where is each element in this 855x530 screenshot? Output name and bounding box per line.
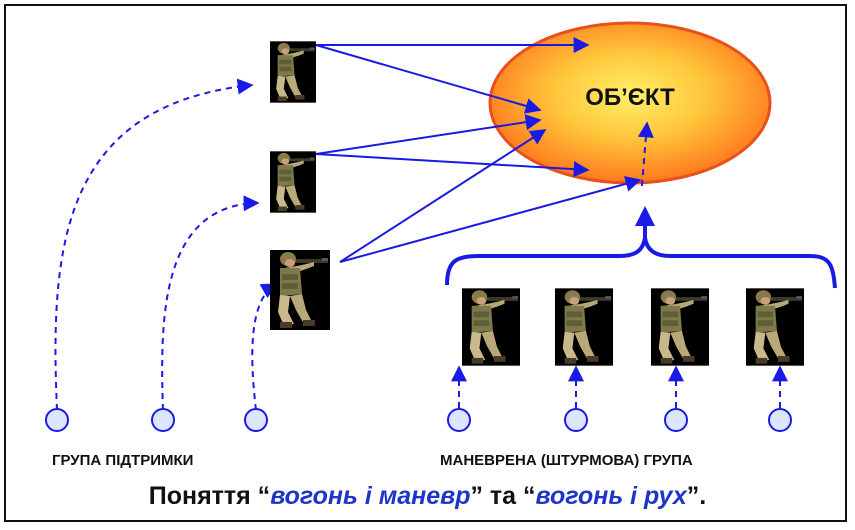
soldier-icon bbox=[270, 41, 316, 103]
position-marker-icon bbox=[664, 408, 688, 432]
fire-arrow bbox=[315, 114, 542, 155]
fire-arrow bbox=[339, 176, 642, 263]
assault-group-label: МАНЕВРЕНА (ШТУРМОВА) ГРУПА bbox=[440, 452, 693, 469]
fire-arrow bbox=[339, 129, 547, 263]
fire-arrow bbox=[315, 44, 542, 114]
position-marker-icon bbox=[45, 408, 69, 432]
assault-move-arrows bbox=[451, 121, 788, 408]
fire-arrow bbox=[315, 153, 590, 178]
position-marker-icon bbox=[151, 408, 175, 432]
soldier-icon bbox=[462, 288, 520, 366]
position-marker-icon bbox=[447, 408, 471, 432]
position-marker-icon bbox=[564, 408, 588, 432]
soldier-icon bbox=[746, 288, 804, 366]
caption-term-fire-maneuver: вогонь і маневр bbox=[270, 482, 471, 510]
move-arrow bbox=[161, 195, 260, 411]
support-move-arrows bbox=[54, 78, 278, 411]
position-marker-icon bbox=[244, 408, 268, 432]
caption: Поняття “вогонь і маневр” та “вогонь і р… bbox=[0, 482, 855, 511]
position-markers bbox=[45, 408, 792, 432]
soldier-icon bbox=[555, 288, 613, 366]
diagram-frame bbox=[4, 4, 847, 522]
soldier-icon bbox=[651, 288, 709, 366]
caption-term-fire-movement: вогонь і рух bbox=[535, 482, 687, 510]
fire-arrows bbox=[315, 37, 642, 263]
target-label: ОБ’ЄКТ bbox=[585, 84, 675, 111]
move-arrow bbox=[54, 78, 254, 411]
caption-middle: ” та “ bbox=[470, 482, 536, 510]
soldier-icon bbox=[270, 151, 316, 213]
move-arrow bbox=[251, 283, 278, 411]
position-marker-icon bbox=[768, 408, 792, 432]
caption-prefix: Поняття “ bbox=[148, 482, 271, 510]
support-group-label: ГРУПА ПІДТРИМКИ bbox=[52, 452, 194, 469]
caption-suffix: ”. bbox=[686, 482, 707, 510]
soldier-icon bbox=[270, 250, 330, 330]
assault-brace bbox=[445, 237, 837, 289]
